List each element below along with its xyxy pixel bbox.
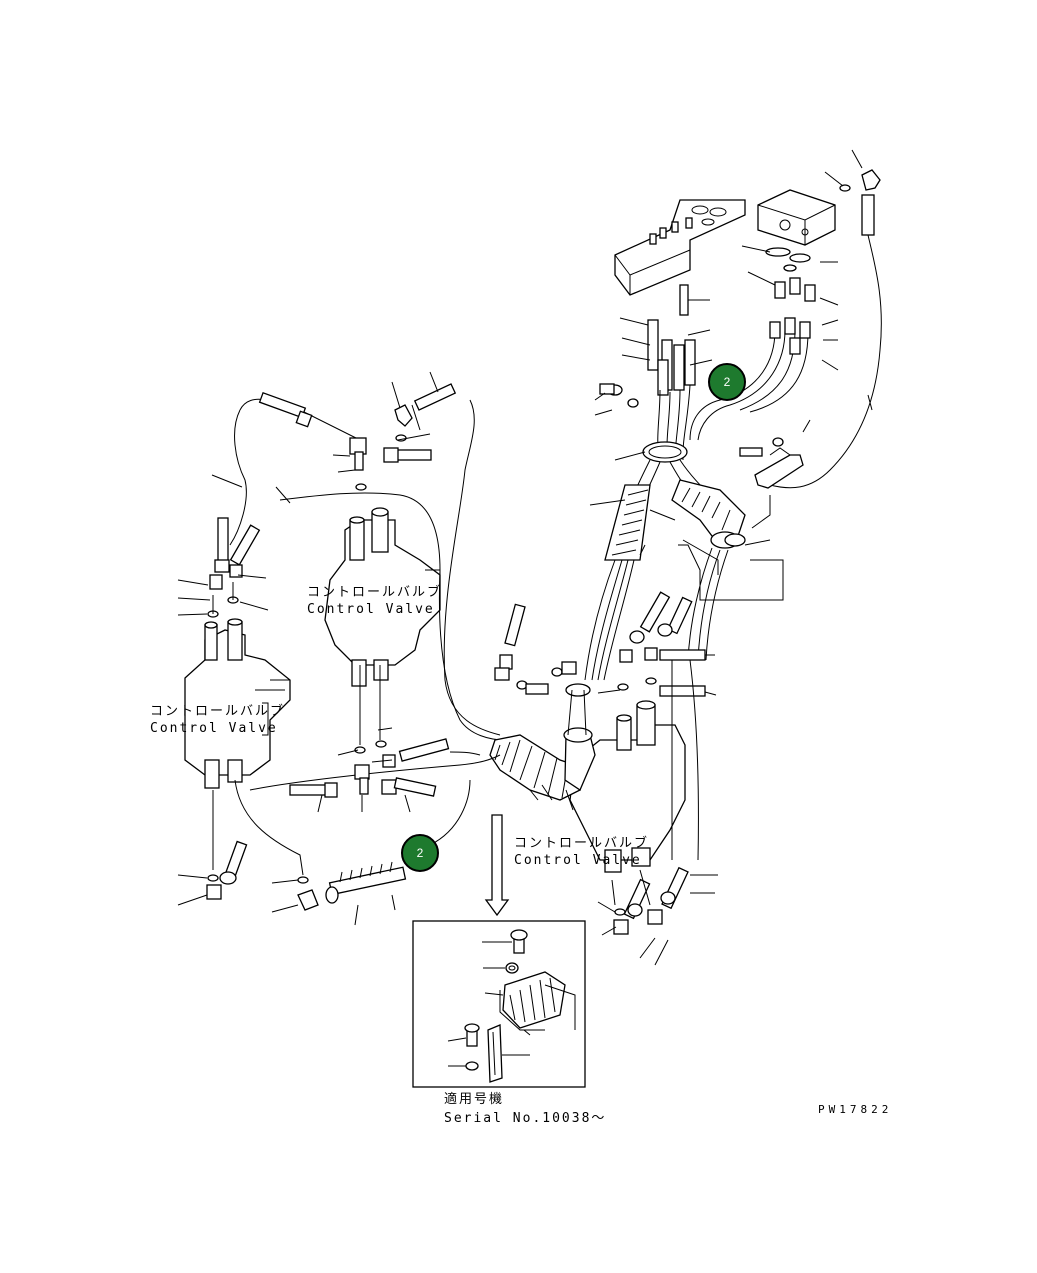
control-valve-right-ja: コントロールバルブ bbox=[514, 835, 649, 851]
control-valve-center-en: Control Valve bbox=[307, 602, 435, 617]
control-valve-right bbox=[569, 700, 686, 873]
applicable-model-label: 適用号機 bbox=[444, 1091, 504, 1107]
detail-inset bbox=[412, 920, 586, 1088]
hose-bracket bbox=[599, 383, 804, 489]
inset-caption: 適用号機 Serial No.10038～ bbox=[444, 1091, 606, 1126]
control-valve-right-label: コントロールバルブ Control Valve bbox=[514, 835, 649, 868]
control-valve-center-label: コントロールバルブ Control Valve bbox=[307, 584, 442, 617]
control-valve-left-label: コントロールバルブ Control Valve bbox=[150, 702, 285, 736]
control-valve-right-en: Control Valve bbox=[514, 853, 642, 868]
right-fittings bbox=[494, 591, 706, 935]
control-valve-center-ja: コントロールバルブ bbox=[307, 584, 442, 600]
serial-number-label: Serial No.10038～ bbox=[444, 1111, 606, 1126]
marker-number: 2 bbox=[724, 375, 731, 389]
control-valve-center bbox=[324, 507, 441, 687]
control-valve-left-en: Control Valve bbox=[150, 721, 278, 736]
solenoid-valve-block bbox=[757, 189, 836, 246]
protective-sleeves bbox=[584, 479, 784, 681]
control-valve-left bbox=[184, 618, 291, 789]
drawing-code: PW17822 bbox=[818, 1103, 892, 1116]
detail-arrow bbox=[484, 814, 510, 917]
ppc-valve-block bbox=[614, 199, 746, 296]
callout-marker-2-top[interactable]: 2 bbox=[708, 363, 746, 401]
callout-marker-2-bottom[interactable]: 2 bbox=[401, 834, 439, 872]
marker-number: 2 bbox=[417, 846, 424, 860]
left-fittings bbox=[207, 383, 457, 618]
control-valve-left-ja: コントロールバルブ bbox=[150, 703, 285, 719]
bottom-left-fittings bbox=[206, 665, 450, 911]
leader-lines bbox=[177, 149, 873, 966]
pilot-hose-bundle bbox=[624, 317, 811, 526]
top-right-fittings bbox=[679, 169, 882, 489]
main-sleeve bbox=[229, 398, 596, 846]
